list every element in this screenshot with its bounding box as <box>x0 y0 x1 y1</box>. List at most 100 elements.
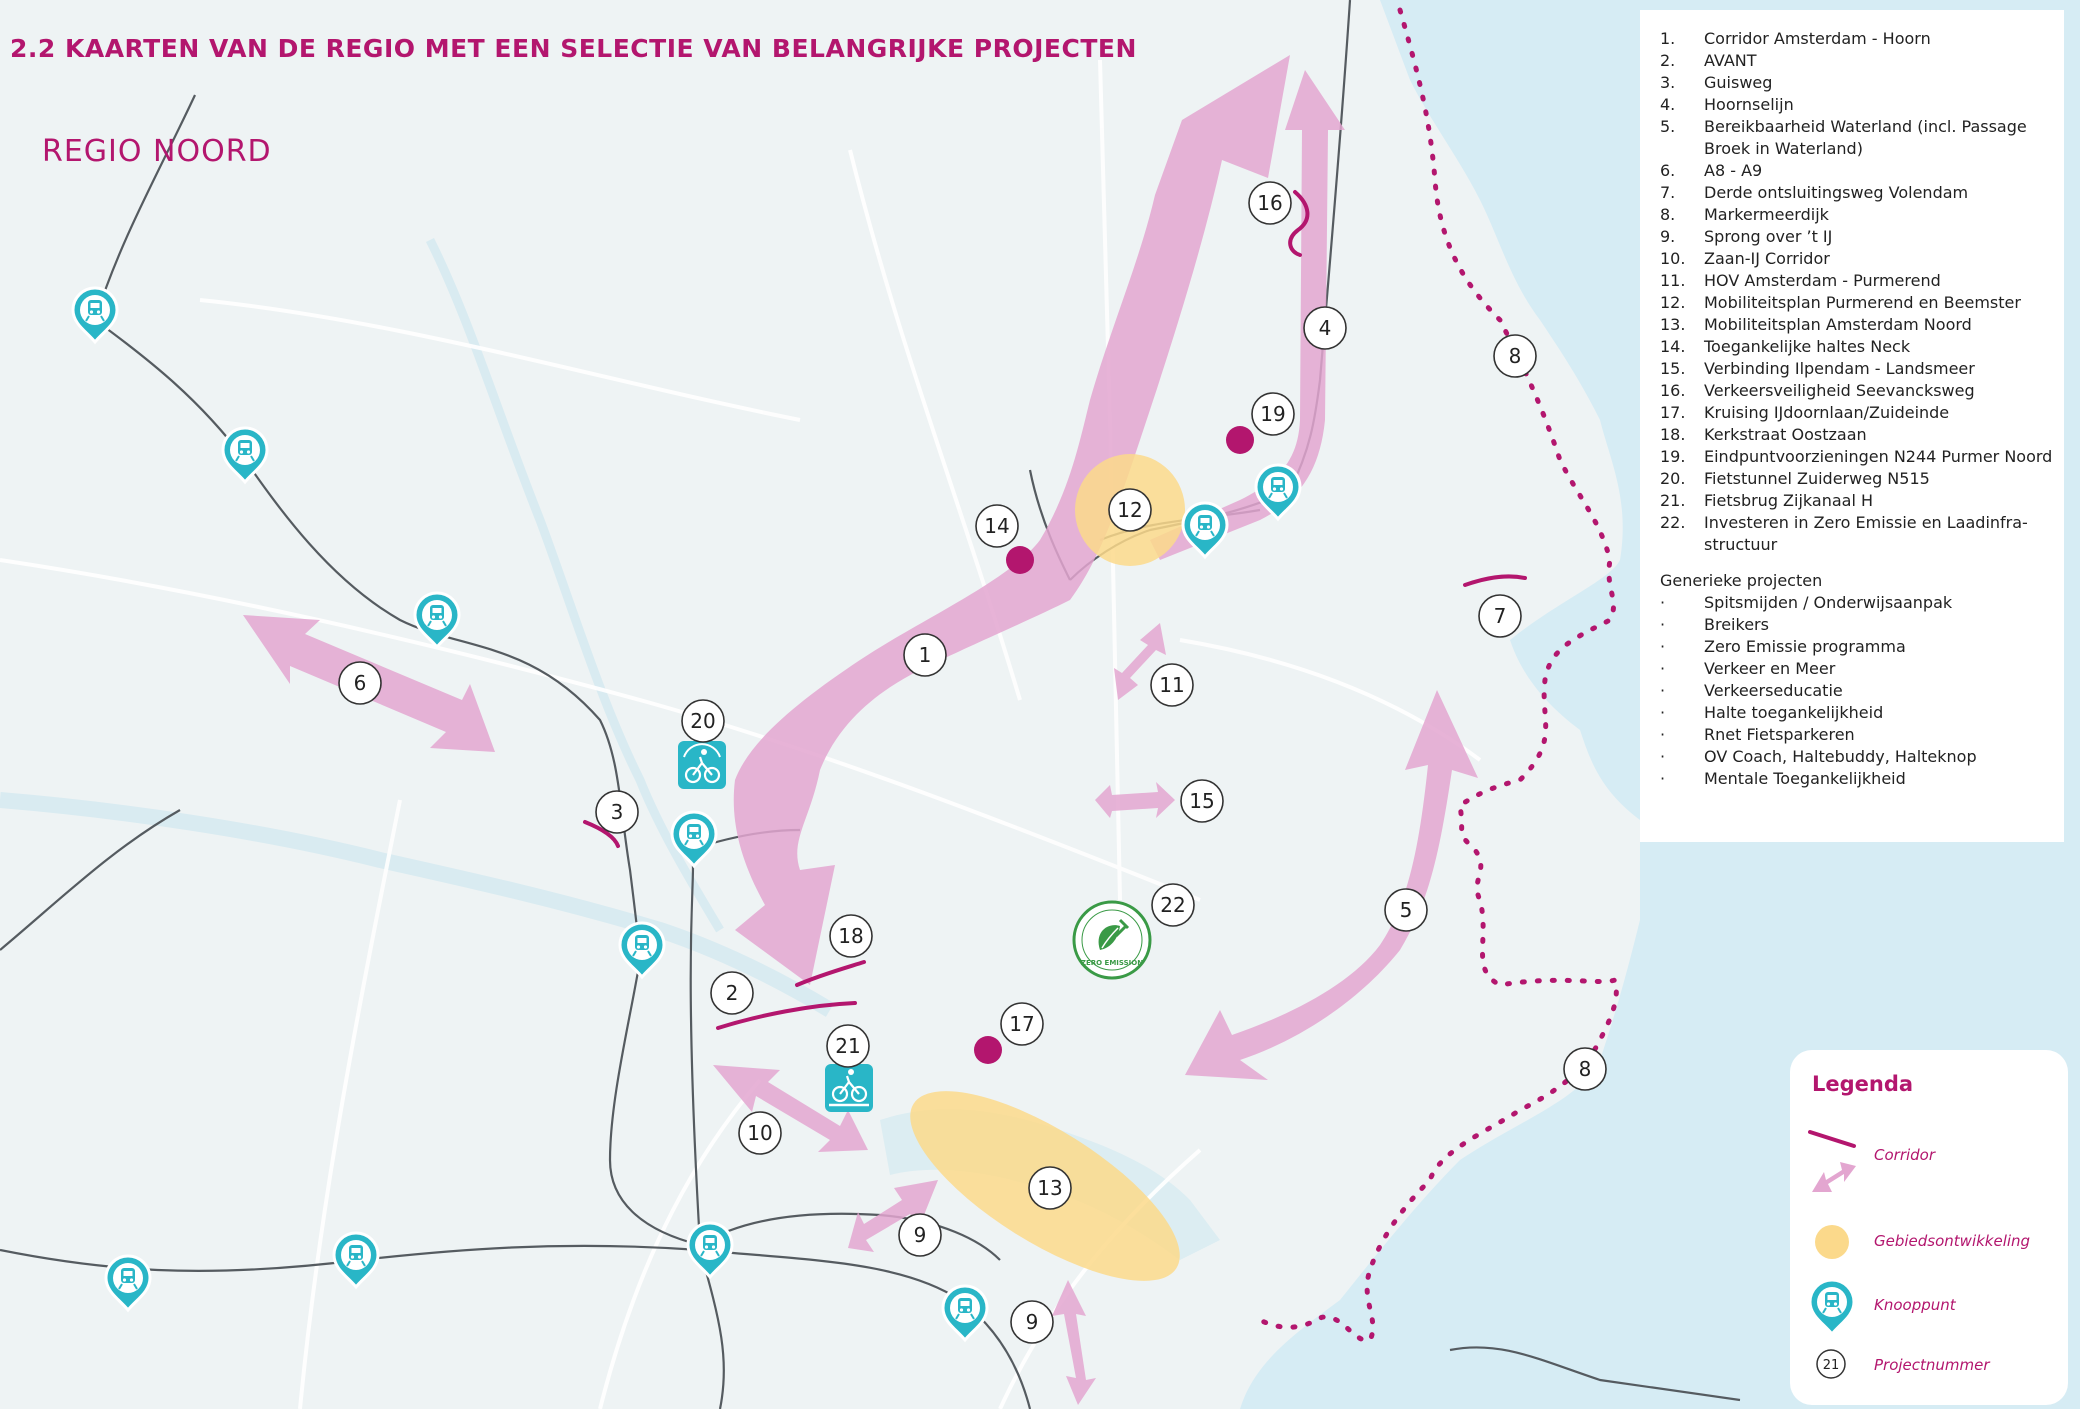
bullet: · <box>1660 593 1666 612</box>
area-development-icon <box>1815 1225 1849 1259</box>
project-number-circle <box>826 1024 870 1068</box>
project-number-circle <box>595 790 639 834</box>
bullet: · <box>1660 659 1666 678</box>
project-number-label: 19 <box>1260 402 1285 426</box>
generic-project-text: Verkeerseducatie <box>1704 681 1843 700</box>
project-number-label: 11 <box>1159 673 1184 697</box>
generic-projects-title: Generieke projecten <box>1660 571 1823 590</box>
project-list-text: Zaan-IJ Corridor <box>1704 249 1830 268</box>
project-list-item: 19.Eindpuntvoorzieningen N244 Purmer Noo… <box>1660 446 2054 468</box>
project-list-text: Sprong over ’t IJ <box>1704 227 1833 246</box>
region-title: REGIO NOORD <box>42 134 272 169</box>
project-list-item: 1.Corridor Amsterdam - Hoorn <box>1660 28 2054 50</box>
legend-area-label: Gebiedsontwikkeling <box>1874 1232 2031 1250</box>
zaan-river <box>425 237 724 933</box>
generic-project-text: Halte toegankelijkheid <box>1704 703 1884 722</box>
project-list-text: Hoornselijn <box>1704 95 1794 114</box>
legend-corridor-label: Corridor <box>1874 1146 1936 1164</box>
project-list-text: Bereikbaarheid Waterland (incl. Passage … <box>1704 117 2027 158</box>
project-number-circle <box>1180 779 1224 823</box>
train-station-icon <box>1810 1278 1854 1334</box>
project-list-number: 6. <box>1660 161 1676 180</box>
corridor-4-arrow <box>1150 70 1345 560</box>
legend: Legenda Corridor Gebiedsontwikkeling Kno… <box>1790 1050 2068 1405</box>
project-list-item: 18.Kerkstraat Oostzaan <box>1660 424 2054 446</box>
project-list-item: 22. Investeren in Zero Emissie en Laadinf… <box>1660 512 2054 556</box>
project-number-icon: 21 <box>1816 1349 1846 1379</box>
bullet: · <box>1660 615 1666 634</box>
project-dot-17 <box>974 1036 1002 1064</box>
project-number-label: 16 <box>1257 191 1282 215</box>
project-list-number: 12. <box>1660 293 1686 312</box>
generic-project-item: · OV Coach, Haltebuddy, Halteknop <box>1660 746 2054 768</box>
generic-project-text: Verkeer en Meer <box>1704 659 1836 678</box>
project-number-circle <box>1150 663 1194 707</box>
project-list-number: 2. <box>1660 51 1676 70</box>
project-number-circle <box>975 504 1019 548</box>
generic-project-text: Zero Emissie programma <box>1704 637 1906 656</box>
project-list-number: 17. <box>1660 403 1686 422</box>
corridor-5-arrow <box>1185 690 1478 1080</box>
generic-project-text: OV Coach, Haltebuddy, Halteknop <box>1704 747 1977 766</box>
project-list-number: 5. <box>1660 117 1676 136</box>
generic-project-item: ·Halte toegankelijkheid <box>1660 702 2054 724</box>
project-list-number: 8. <box>1660 205 1676 224</box>
project-list-text: Verkeersveiligheid Seevancksweg <box>1704 381 1975 400</box>
project-dot-19 <box>1226 426 1254 454</box>
project-list-text: Investeren in Zero Emissie en Laadinfra-… <box>1704 513 2028 554</box>
project-list-item: 17.Kruising IJdoornlaan/Zuideinde <box>1660 402 2054 424</box>
legend-title: Legenda <box>1812 1072 1914 1096</box>
project-number-label: 3 <box>611 800 624 824</box>
bullet: · <box>1660 769 1666 788</box>
generic-project-item: ·Rnet Fietsparkeren <box>1660 724 2054 746</box>
noordzeekanaal <box>0 792 835 1017</box>
corridor-9-arrow <box>848 1180 938 1252</box>
corridor-10-arrow <box>713 1065 868 1152</box>
project-number-circle <box>1493 334 1537 378</box>
project-number-circle <box>1251 392 1295 436</box>
project-number-label: 1 <box>919 643 932 667</box>
project-list-item: 4.Hoornselijn <box>1660 94 2054 116</box>
project-number-circle <box>1000 1002 1044 1046</box>
generic-project-item: ·Zero Emissie programma <box>1660 636 2054 658</box>
corridor-lines <box>583 190 1527 1030</box>
project-list-item: 8. Markermeerdijk <box>1660 204 2054 226</box>
corridor-9b-arrow <box>1052 1280 1096 1405</box>
markermeerdijk-line <box>1257 7 1619 1343</box>
generic-project-item: ·Spitsmijden / Onderwijsaanpak <box>1660 592 2054 614</box>
project-number-circle <box>338 661 382 705</box>
project-list-number: 20. <box>1660 469 1686 488</box>
legend-node-label: Knooppunt <box>1874 1296 1956 1314</box>
generic-project-item: · Verkeer en Meer <box>1660 658 2054 680</box>
bullet: · <box>1660 725 1666 744</box>
generic-project-text: Mentale Toegankelijkheid <box>1704 769 1906 788</box>
bicycle-bridge-icon <box>825 1064 873 1112</box>
project-number-circle <box>1010 1300 1054 1344</box>
project-number-label: 18 <box>838 924 863 948</box>
corridor-1-arrow <box>733 55 1290 985</box>
corridor-15-arrow <box>1095 782 1175 818</box>
project-number-label: 10 <box>747 1121 772 1145</box>
project-number-label: 9 <box>914 1223 927 1247</box>
project-list-number: 7. <box>1660 183 1676 202</box>
project-list-text: Corridor Amsterdam - Hoorn <box>1704 29 1931 48</box>
project-list-text: Verbinding Ilpendam - Landsmeer <box>1704 359 1975 378</box>
project-list-item: 2.AVANT <box>1660 50 2054 72</box>
project-list-item: 20.Fietstunnel Zuiderweg N515 <box>1660 468 2054 490</box>
bullet: · <box>1660 747 1666 766</box>
project-number-label: 4 <box>1319 316 1332 340</box>
project-list-number: 10. <box>1660 249 1686 268</box>
project-list-number: 22. <box>1660 513 1686 532</box>
project-list-text: Guisweg <box>1704 73 1773 92</box>
bicycle-tunnel-icon <box>678 741 726 789</box>
project-number-label: 7 <box>1494 604 1507 628</box>
project-number-label: 14 <box>984 514 1009 538</box>
project-number-circle <box>829 914 873 958</box>
project-list-item: 7.Derde ontsluitingsweg Volendam <box>1660 182 2054 204</box>
project-number-label: 17 <box>1009 1012 1034 1036</box>
project-list-item: 14.Toegankelijke haltes Neck <box>1660 336 2054 358</box>
project-list-text: Markermeerdijk <box>1704 205 1829 224</box>
corridor-11-arrow <box>1114 623 1166 700</box>
